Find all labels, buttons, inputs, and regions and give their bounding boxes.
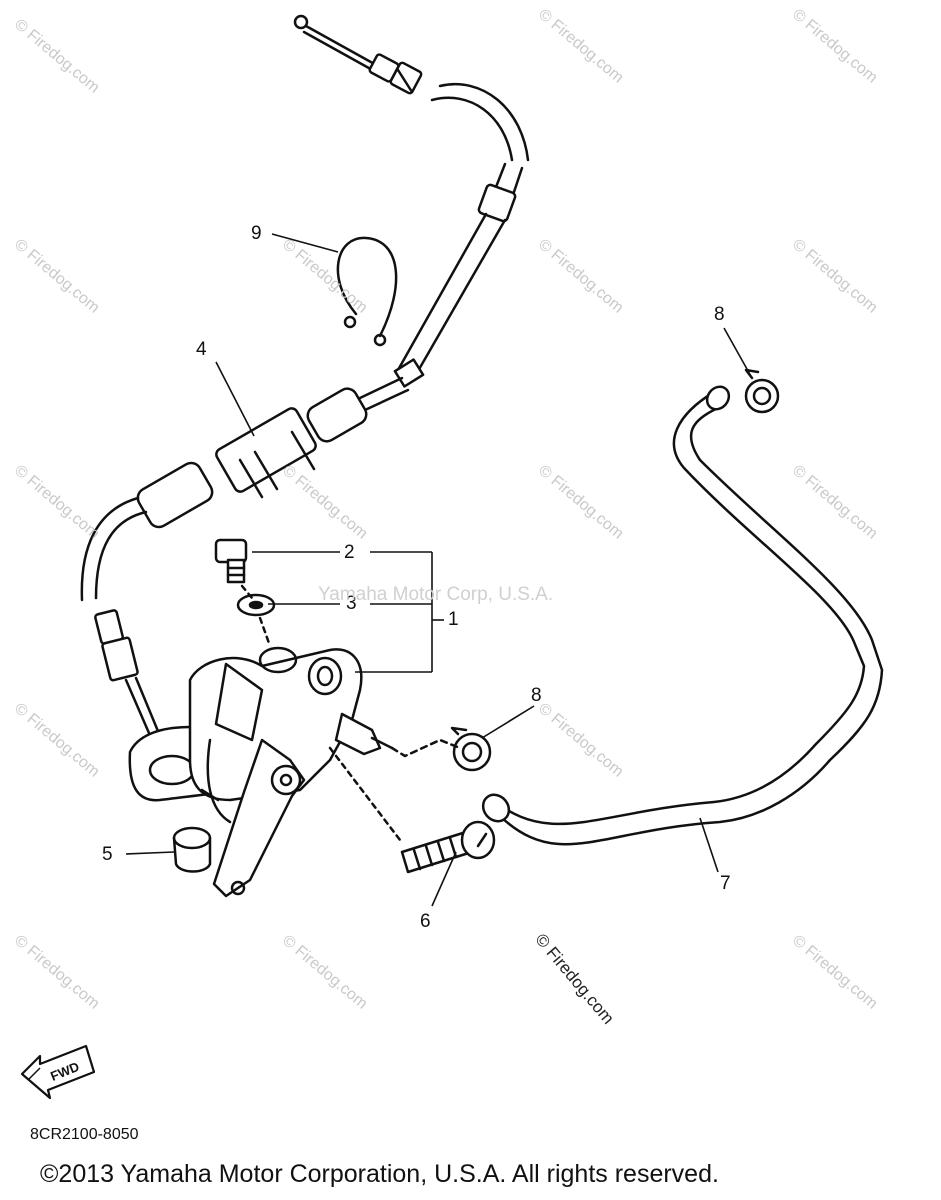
leader-6: [431, 851, 457, 907]
cable-lower-end: [94, 609, 164, 750]
callout-9: 9: [251, 223, 262, 244]
leader-7: [699, 817, 719, 873]
callout-6: 6: [420, 911, 431, 932]
clamp-8-lower: [450, 726, 492, 772]
fwd-arrow-icon: FWD: [20, 1044, 96, 1100]
oil-pump-assembly: [128, 646, 394, 898]
callout-8-upper: 8: [714, 304, 725, 325]
cable-adjuster: [80, 358, 425, 602]
callout-7: 7: [720, 873, 731, 894]
cable-upper-sheath: [396, 83, 530, 380]
callout-4: 4: [196, 339, 207, 360]
callout-2: 2: [344, 542, 355, 563]
hose-7: [481, 385, 884, 846]
leader-8-upper: [723, 327, 753, 379]
callout-8-lower: 8: [531, 685, 542, 706]
leader-8-lower: [481, 705, 535, 739]
bolt-2: [214, 538, 248, 584]
leader-4: [215, 361, 255, 437]
screw-6: [400, 820, 496, 874]
callout-3: 3: [346, 593, 357, 614]
leader-9: [271, 233, 339, 253]
callout-5: 5: [102, 844, 113, 865]
part-code: 8CR2100-8050: [30, 1126, 139, 1143]
watermark-center: Yamaha Motor Corp, U.S.A.: [318, 584, 554, 605]
cable-top-end: [293, 14, 423, 95]
copyright-notice: ©2013 Yamaha Motor Corporation, U.S.A. A…: [40, 1160, 719, 1188]
clip-9: [336, 236, 398, 347]
callout-1: 1: [448, 609, 459, 630]
collar-5: [172, 826, 212, 873]
leader-5: [125, 851, 175, 855]
